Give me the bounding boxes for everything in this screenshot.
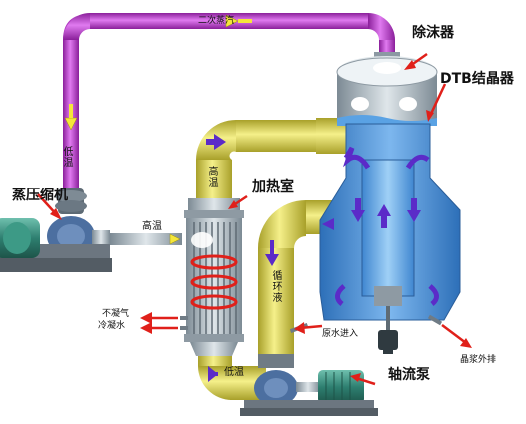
low-temp-bottom-label: 低温: [224, 367, 244, 378]
flow-arrow-heater-out: [214, 134, 226, 150]
secondary-steam-label: 二次蒸汽: [198, 16, 235, 26]
slurry-discharge-label: 晶浆外排: [460, 355, 497, 365]
compressor-prefix: 蒸: [12, 188, 26, 202]
compressed-steam-pipe: [110, 233, 182, 245]
compressor-label: 蒸压缩机: [0, 188, 68, 202]
noncondensable-gas-label: 不凝气: [102, 309, 130, 319]
demister-label: 除沫器: [412, 25, 454, 41]
pump-motor: [318, 370, 364, 404]
condensate-water-label: 冷凝水: [98, 321, 126, 331]
heating-chamber-label: 加热室: [252, 179, 294, 195]
dtb-crystallizer-label: DTB结晶器: [440, 71, 514, 87]
raw-water-inlet-label: 原水进入: [322, 329, 359, 339]
steam-flow-arrow-top: [225, 14, 239, 28]
indicator-arrowheads: [50, 60, 472, 382]
circulating-liquid-label: 循环液: [270, 270, 281, 303]
high-temp-pipe: [196, 118, 356, 210]
compressor-name: 压缩机: [26, 188, 68, 202]
circulation-pipe: [258, 200, 346, 356]
axial-pump-label: 轴流泵: [388, 367, 430, 383]
flow-arrow-low-temp: [208, 366, 218, 382]
internal-flow-arrows: [322, 146, 439, 306]
high-temp-inlet-label: 高温: [142, 221, 162, 232]
compressed-steam-arrow: [169, 233, 181, 245]
high-temp-pipe-label: 高温: [206, 166, 217, 188]
heating-chamber: [180, 198, 244, 356]
low-temp-top-label: 低温: [61, 146, 72, 168]
crystallizer-top: [336, 56, 438, 126]
dtb-vessel: [319, 123, 461, 354]
vapor-compressor: [0, 188, 112, 272]
flow-arrow-circulation-down: [265, 254, 279, 266]
axial-pump: [240, 354, 378, 416]
